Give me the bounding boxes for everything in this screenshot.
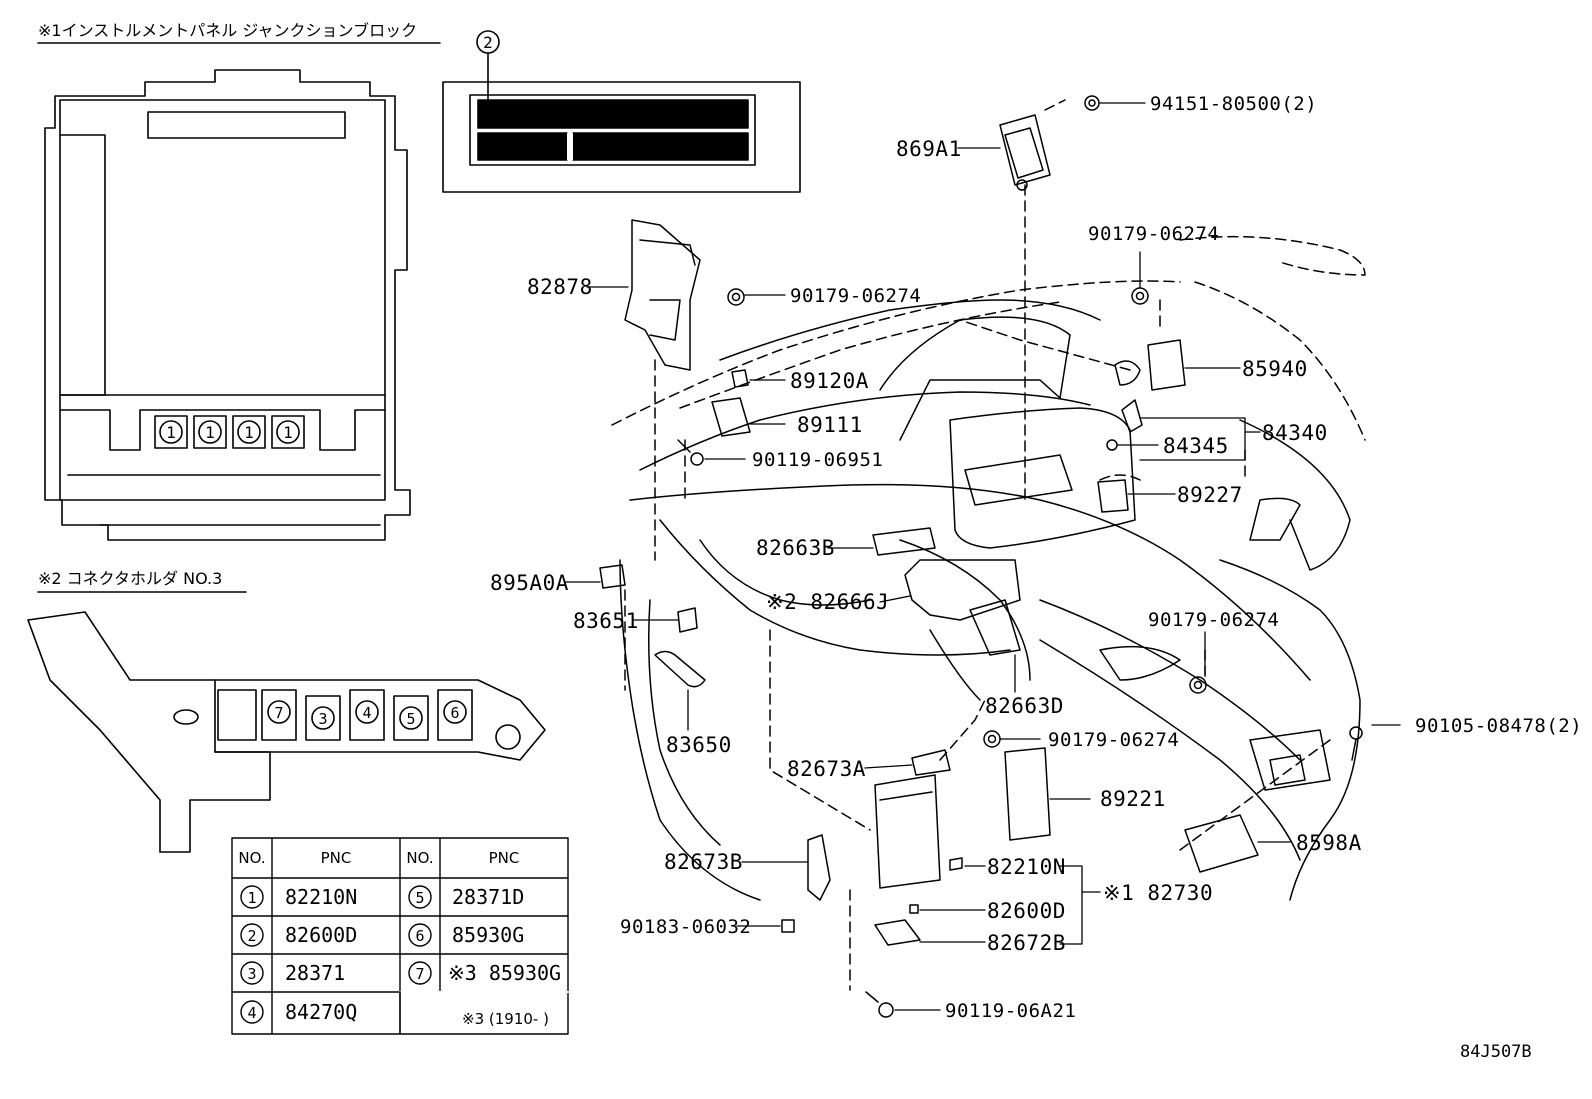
label-82600D: 82600D	[987, 899, 1066, 923]
label-90119-06951: 90119-06951	[752, 449, 883, 471]
label-82210N: 82210N	[987, 855, 1066, 879]
callout-1: 1	[166, 423, 176, 442]
leader-lines	[564, 102, 1401, 1011]
table-row-pnc: 28371	[285, 961, 345, 985]
label-90179-06274: 90179-06274	[1048, 729, 1179, 751]
table-row-no: 1	[247, 889, 256, 907]
table-note: ※3 (1910- )	[462, 1010, 549, 1028]
label-82673A: 82673A	[787, 757, 866, 781]
callout-1: 1	[244, 423, 254, 442]
label-84345: 84345	[1163, 434, 1229, 458]
label-89120A: 89120A	[790, 369, 869, 393]
table-row-no: 6	[415, 927, 424, 945]
label-84340: 84340	[1262, 421, 1328, 445]
dashboard-illustration	[611, 99, 1366, 991]
label-85940: 85940	[1242, 357, 1308, 381]
label-83651: 83651	[573, 609, 639, 633]
table-header-no: NO.	[406, 849, 433, 867]
label-83650: 83650	[666, 733, 732, 757]
label-82878: 82878	[527, 275, 593, 299]
callout-5: 5	[406, 710, 415, 728]
table-right-rows: 5 28371D 6 85930G 7 ※3 85930G	[408, 885, 561, 985]
table-header-pnc: PNC	[489, 849, 520, 867]
callout-1: 1	[205, 423, 215, 442]
callout-7: 7	[274, 704, 283, 722]
table-row-no: 4	[247, 1004, 256, 1022]
callout-1-group: 1 1 1 1	[154, 415, 305, 449]
components	[599, 95, 1363, 1018]
table-row-pnc: 82600D	[285, 923, 357, 947]
inset1-title: ※1インストルメントパネル ジャンクションブロック	[38, 21, 417, 40]
inset-connector-strip: 2	[442, 30, 801, 193]
table-row-no: 3	[247, 965, 256, 983]
callout-4: 4	[362, 704, 371, 722]
label-82663B: 82663B	[756, 536, 835, 560]
table-row-pnc: 28371D	[452, 885, 524, 909]
label-8598A: 8598A	[1296, 831, 1362, 855]
label-94151-80500: 94151-80500(2)	[1150, 93, 1317, 115]
callout-6: 6	[450, 704, 459, 722]
table-row-no: 2	[247, 927, 256, 945]
label-82673B: 82673B	[664, 850, 743, 874]
label-869A1: 869A1	[896, 137, 962, 161]
table-row-no: 5	[415, 889, 424, 907]
label-82663D: 82663D	[985, 694, 1064, 718]
label-89221: 89221	[1100, 787, 1166, 811]
label-89111: 89111	[797, 413, 863, 437]
label-82730: ※1 82730	[1103, 881, 1213, 905]
table-row-pnc: 82210N	[285, 885, 357, 909]
label-90105-08478: 90105-08478(2)	[1415, 715, 1582, 737]
holder-slots: 7 3 4 5 6	[261, 689, 473, 741]
label-82672B: 82672B	[987, 931, 1066, 955]
table-header-no: NO.	[238, 849, 265, 867]
label-90179-06274: 90179-06274	[1148, 609, 1279, 631]
inset-connector-holder: ※2 コネクタホルダ NO.3 7 3 4 5 6	[27, 569, 546, 853]
callout-3: 3	[318, 710, 327, 728]
inset-junction-block: ※1インストルメントパネル ジャンクションブロック 1 1 1 1	[37, 21, 441, 541]
label-82666J: ※2 82666J	[766, 590, 889, 614]
table-row-pnc: 85930G	[452, 923, 524, 947]
figure-id: 84J507B	[1460, 1042, 1532, 1062]
table-left-rows: 1 82210N 2 82600D 3 28371 4 84270Q	[240, 885, 357, 1024]
part-labels: 94151-80500(2) 869A1 90179-06274 82878 9…	[490, 93, 1582, 1022]
label-895A0A: 895A0A	[490, 571, 569, 595]
callout-1: 1	[283, 423, 293, 442]
pnc-table: NO. PNC NO. PNC 1 82210N 2 82600D 3 2837…	[231, 837, 569, 1035]
callout-2: 2	[483, 33, 493, 52]
table-row-pnc: 84270Q	[285, 1000, 357, 1024]
label-90179-06274: 90179-06274	[790, 285, 921, 307]
label-90183-06032: 90183-06032	[620, 916, 751, 938]
inset2-title: ※2 コネクタホルダ NO.3	[38, 569, 222, 588]
table-row-pnc: ※3 85930G	[448, 961, 561, 985]
table-row-no: 7	[415, 965, 424, 983]
label-90119-06A21: 90119-06A21	[945, 1000, 1076, 1022]
label-89227: 89227	[1177, 483, 1243, 507]
table-header-pnc: PNC	[321, 849, 352, 867]
label-90179-06274: 90179-06274	[1088, 223, 1219, 245]
